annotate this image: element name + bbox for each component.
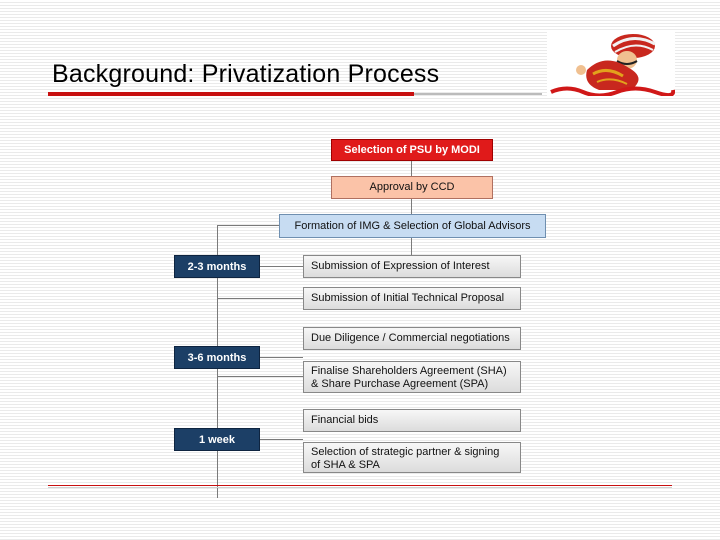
step-finalise-sha-spa: Finalise Shareholders Agreement (SHA) & … bbox=[303, 361, 521, 393]
phase-1-week: 1 week bbox=[174, 428, 260, 451]
connector-trunk-itp bbox=[217, 298, 303, 299]
step-formation-img: Formation of IMG & Selection of Global A… bbox=[279, 214, 546, 238]
connector-phase2 bbox=[259, 357, 303, 358]
footer-rule bbox=[48, 485, 672, 486]
step-approval-ccd: Approval by CCD bbox=[331, 176, 493, 199]
phase-2-3-months: 2-3 months bbox=[174, 255, 260, 278]
connector-top-vertical bbox=[411, 160, 412, 177]
step-strategic-partner: Selection of strategic partner & signing… bbox=[303, 442, 521, 473]
step-initial-technical-proposal: Submission of Initial Technical Proposal bbox=[303, 287, 521, 310]
step-due-diligence: Due Diligence / Commercial negotiations bbox=[303, 327, 521, 350]
footer-rule-shadow bbox=[48, 487, 672, 488]
connector-approval-vertical bbox=[411, 198, 412, 214]
title-underline bbox=[48, 92, 414, 96]
phase-3-6-months: 3-6 months bbox=[174, 346, 260, 369]
step-expression-of-interest: Submission of Expression of Interest bbox=[303, 255, 521, 278]
connector-phase3 bbox=[259, 439, 303, 440]
air-india-logo-icon bbox=[547, 30, 675, 96]
slide-title: Background: Privatization Process bbox=[52, 60, 440, 88]
connector-right-column bbox=[411, 237, 412, 255]
connector-trunk-finalise bbox=[217, 376, 303, 377]
step-financial-bids: Financial bids bbox=[303, 409, 521, 432]
title-underline-extension bbox=[414, 93, 542, 95]
step-selection-psu: Selection of PSU by MODI bbox=[331, 139, 493, 161]
connector-phase1 bbox=[259, 266, 303, 267]
connector-trunk-top bbox=[217, 225, 279, 226]
